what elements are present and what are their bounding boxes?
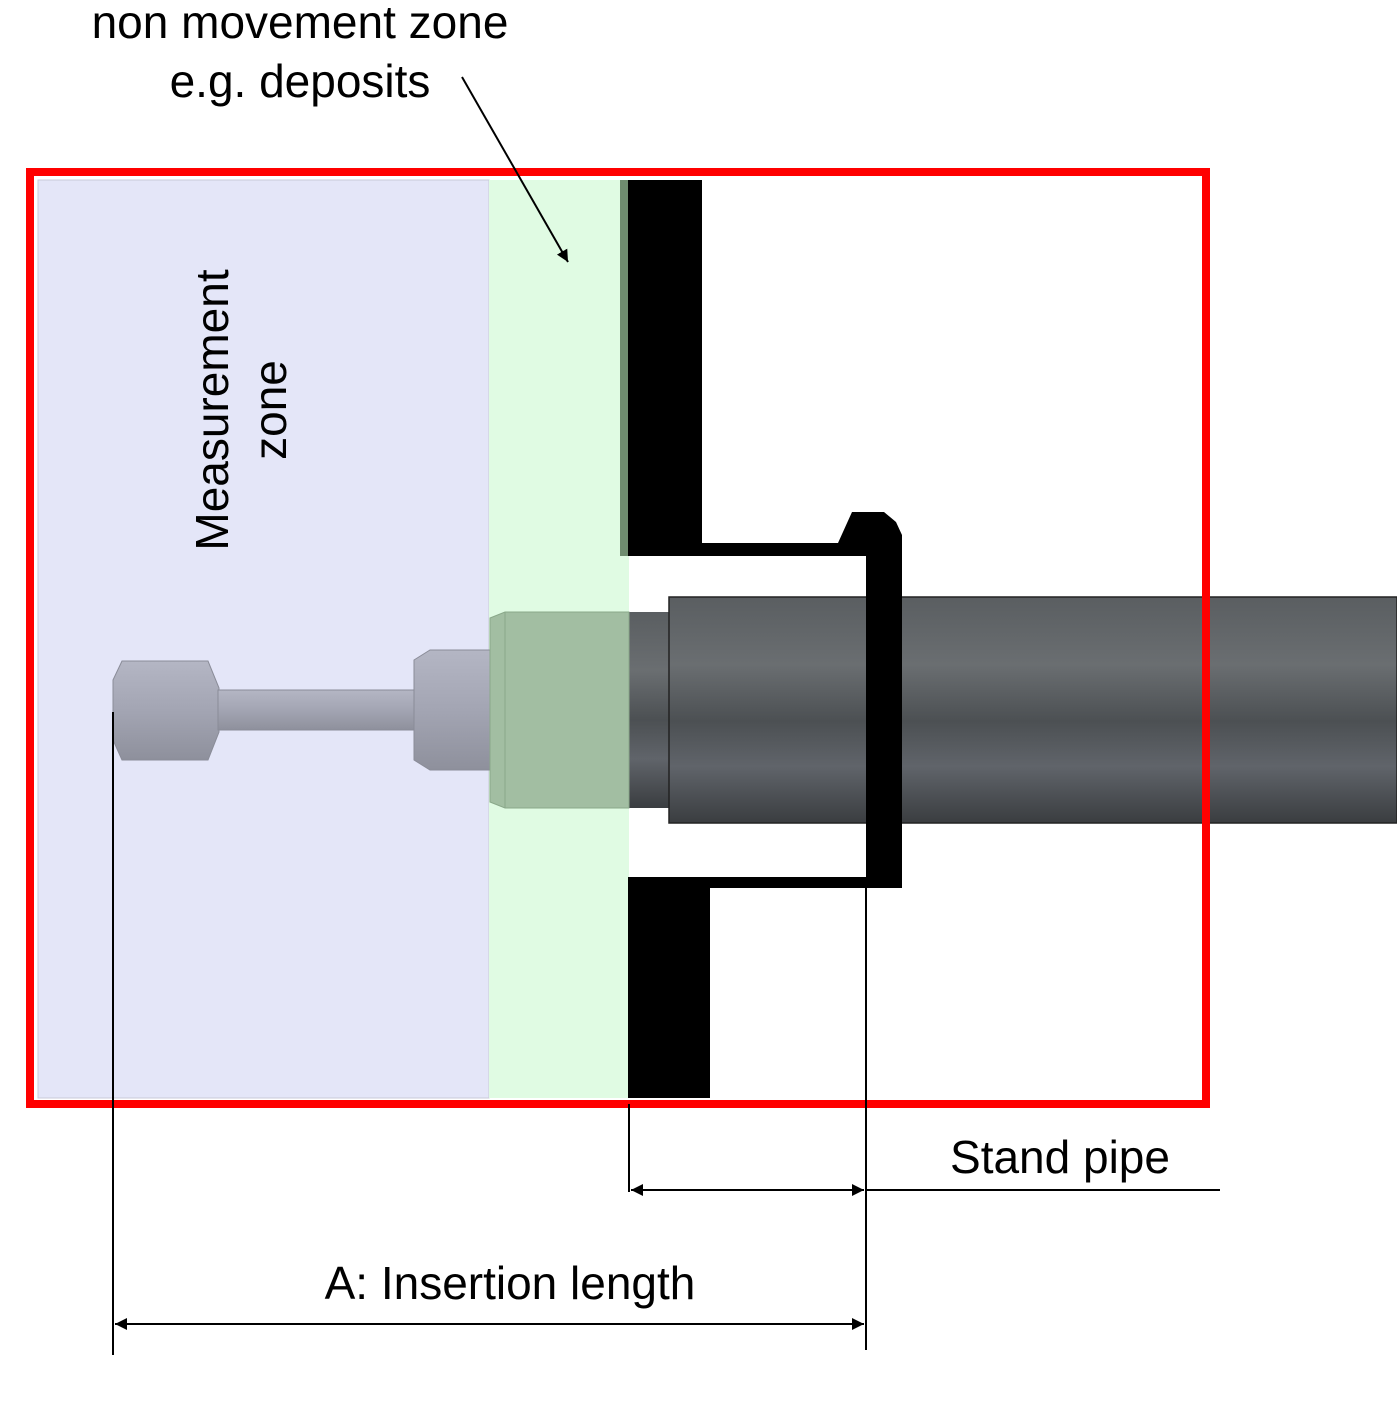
annotation-arrow (461, 76, 569, 263)
probe (112, 611, 630, 809)
stand-pipe-walls (620, 180, 866, 1098)
highlight-frame (26, 168, 1210, 1108)
insertion-length-label: A: Insertion length (325, 1257, 696, 1309)
measurement-zone-area (37, 179, 490, 1099)
flange-ring (838, 512, 902, 888)
non-movement-zone-label: non movement zone (92, 0, 509, 48)
stand-pipe-label: Stand pipe (950, 1131, 1170, 1183)
measurement-zone-label: Measurement zone (186, 269, 296, 550)
deposits-label: e.g. deposits (170, 55, 431, 107)
measurement-label-line2: zone (244, 360, 296, 460)
measurement-label-line1: Measurement (186, 269, 238, 550)
pipe (629, 596, 1397, 824)
dimension-extension-lines (112, 712, 867, 1355)
